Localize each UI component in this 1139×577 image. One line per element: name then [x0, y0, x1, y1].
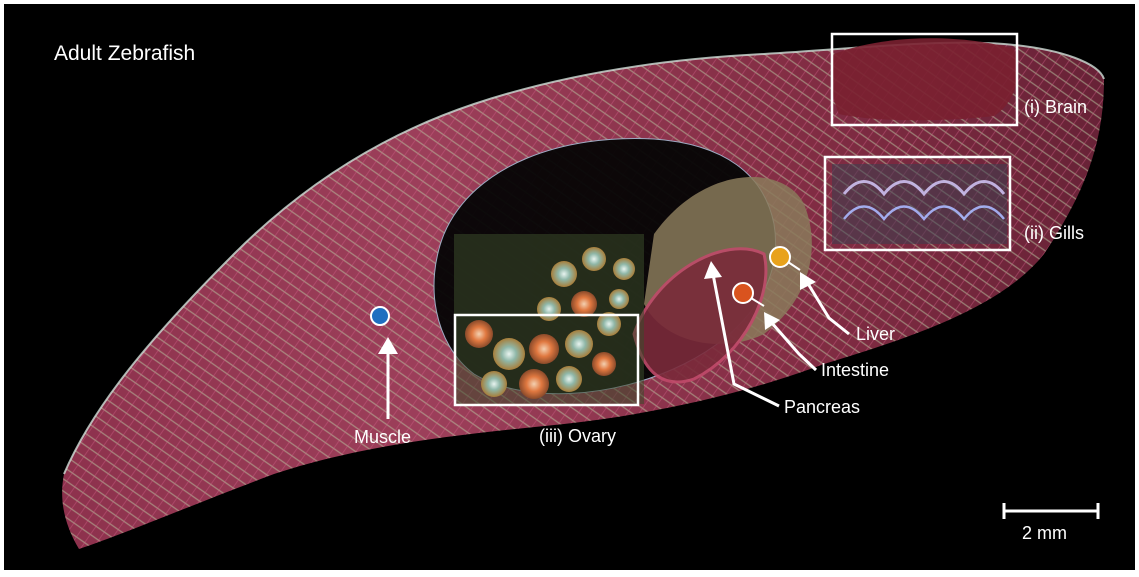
intestine-marker — [732, 282, 754, 304]
gills-region-box — [823, 155, 1012, 252]
brain-region-box — [830, 32, 1019, 127]
intestine-arrow — [764, 312, 818, 372]
muscle-arrow — [378, 337, 398, 419]
scale-bar — [1002, 503, 1100, 519]
liver-marker — [769, 246, 791, 268]
intestine-label: Intestine — [821, 360, 890, 380]
liver-label: Liver — [856, 324, 896, 344]
muscle-label: Muscle — [354, 427, 412, 447]
ovary-region-box — [453, 313, 640, 407]
figure-title: Adult Zebrafish — [54, 42, 196, 65]
brain-label: (i) Brain — [1024, 97, 1088, 117]
muscle-marker — [370, 306, 390, 326]
zebrafish-section-image: Adult Zebrafish (i) Brain (ii) Gills (ii… — [4, 4, 1135, 570]
liver-arrow — [800, 272, 850, 336]
pancreas-arrow — [704, 261, 780, 408]
tissue-illustration — [62, 32, 1105, 549]
gill-tissue — [832, 164, 1007, 244]
ovary-tissue — [454, 234, 644, 404]
scale-bar-label: 2 mm — [1022, 523, 1067, 543]
pancreas-label: Pancreas — [784, 397, 861, 417]
ovary-label: (iii) Ovary — [539, 426, 616, 446]
brain-tissue — [831, 38, 1018, 121]
intestine-tissue — [632, 247, 768, 384]
gills-label: (ii) Gills — [1024, 223, 1084, 243]
